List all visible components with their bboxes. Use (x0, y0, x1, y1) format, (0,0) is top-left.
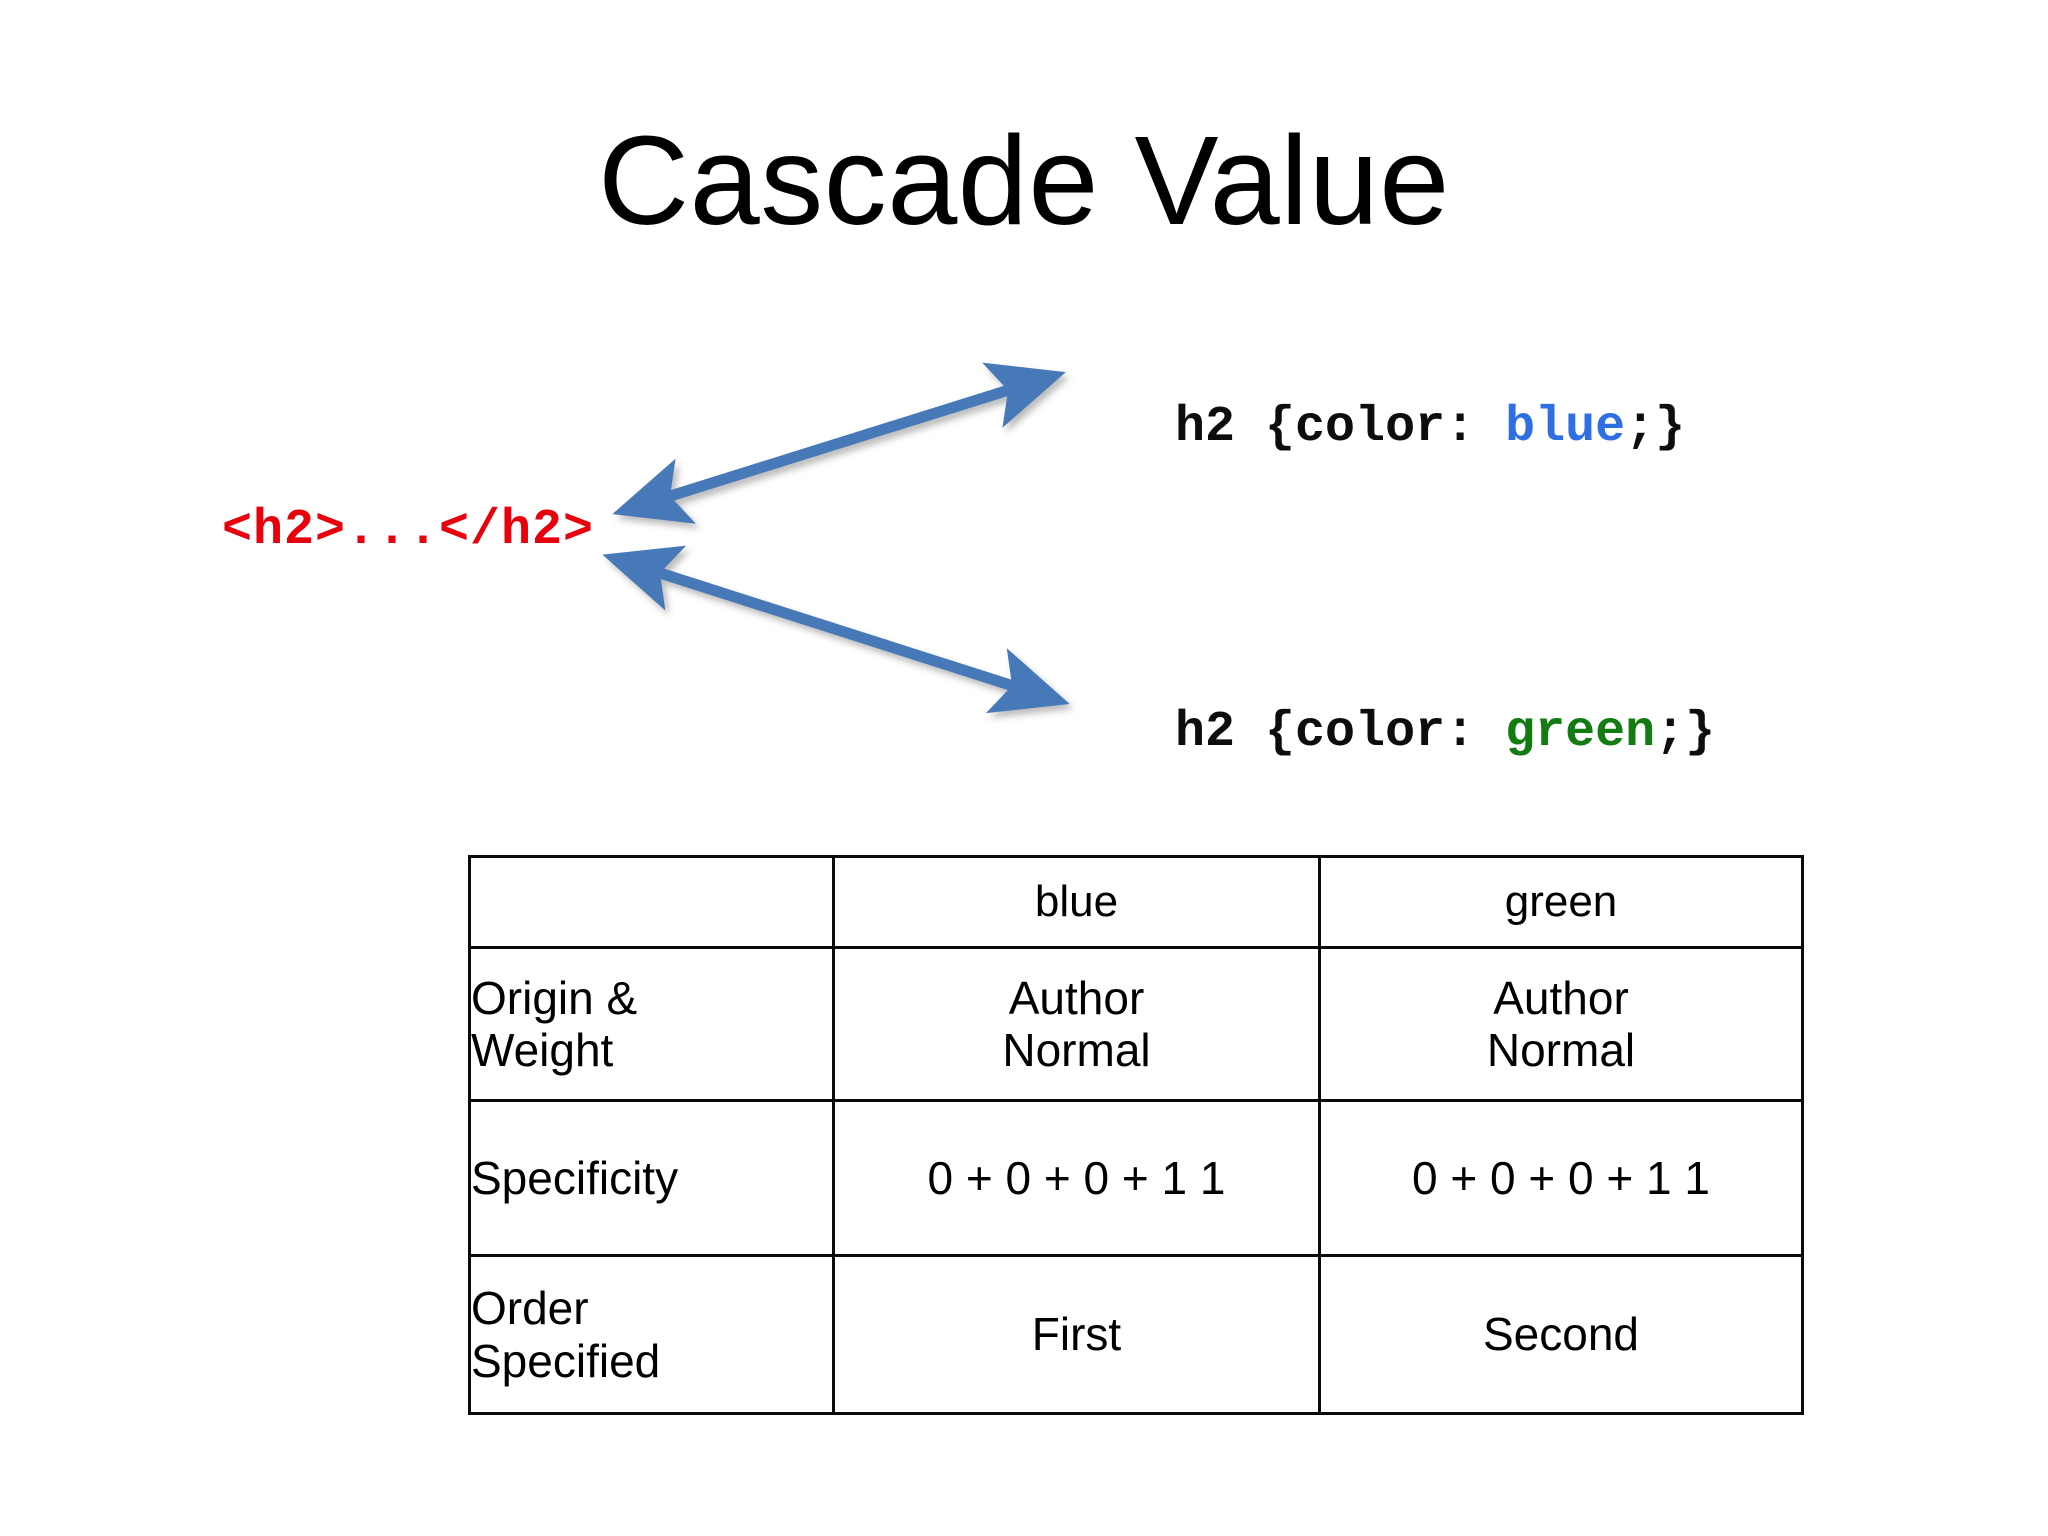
html-element-snippet: <h2>...</h2> (222, 502, 595, 559)
cell-line2: Normal (1486, 1024, 1636, 1076)
css-rule-blue-value: blue (1505, 399, 1626, 456)
table-header-blank (468, 855, 835, 949)
css-rule-blue-selector: h2 {color: (1175, 399, 1506, 456)
cell-specificity-green-value: 0 + 0 + 0 + 1 1 (1412, 1151, 1710, 1204)
cascade-comparison-table: blue green Origin & Weight Author Normal… (468, 855, 1804, 1415)
cell-order-green: Second (1318, 1254, 1804, 1415)
table-row: Specificity 0 + 0 + 0 + 1 1 0 + 0 + 0 + … (468, 1099, 1804, 1257)
cell-specificity-blue-value: 0 + 0 + 0 + 1 1 (927, 1151, 1226, 1204)
css-rule-green-terminator: ;} (1655, 704, 1716, 761)
row-label-origin-weight: Origin & Weight (468, 946, 835, 1102)
table-row: Origin & Weight Author Normal Author Nor… (468, 946, 1804, 1102)
row-label-line1: Origin & (471, 971, 638, 1024)
cell-specificity-green: 0 + 0 + 0 + 1 1 (1318, 1099, 1804, 1257)
arrow-element-to-blue-rule (612, 362, 1066, 524)
row-label-order-specified: Order Specified (468, 1254, 835, 1415)
cell-origin-green: Author Normal (1318, 946, 1804, 1102)
css-rule-green-value: green (1505, 704, 1656, 761)
table-header-blue: blue (832, 855, 1321, 949)
cell-line1: Author (1493, 971, 1629, 1024)
row-label-line2: Specified (471, 1334, 661, 1387)
arrow-element-to-green-rule (602, 545, 1070, 714)
css-rule-green: h2 {color: green;} (1055, 658, 1715, 808)
cell-order-blue: First (832, 1254, 1321, 1415)
cell-line2: Normal (1002, 1024, 1151, 1076)
cell-origin-blue: Author Normal (832, 946, 1321, 1102)
cell-line1: Author (1008, 971, 1145, 1024)
css-rule-blue: h2 {color: blue;} (1055, 353, 1685, 503)
css-rule-blue-terminator: ;} (1625, 399, 1686, 456)
table-header-row: blue green (468, 855, 1804, 949)
row-label-line1: Order (471, 1282, 589, 1335)
row-label-specificity: Specificity (468, 1099, 835, 1257)
css-rule-green-selector: h2 {color: (1175, 704, 1506, 761)
cell-specificity-blue: 0 + 0 + 0 + 1 1 (832, 1099, 1321, 1257)
table-header-green: green (1318, 855, 1804, 949)
table-row: Order Specified First Second (468, 1254, 1804, 1415)
page-title: Cascade Value (598, 110, 1450, 251)
row-label-line2: Weight (471, 1024, 614, 1076)
